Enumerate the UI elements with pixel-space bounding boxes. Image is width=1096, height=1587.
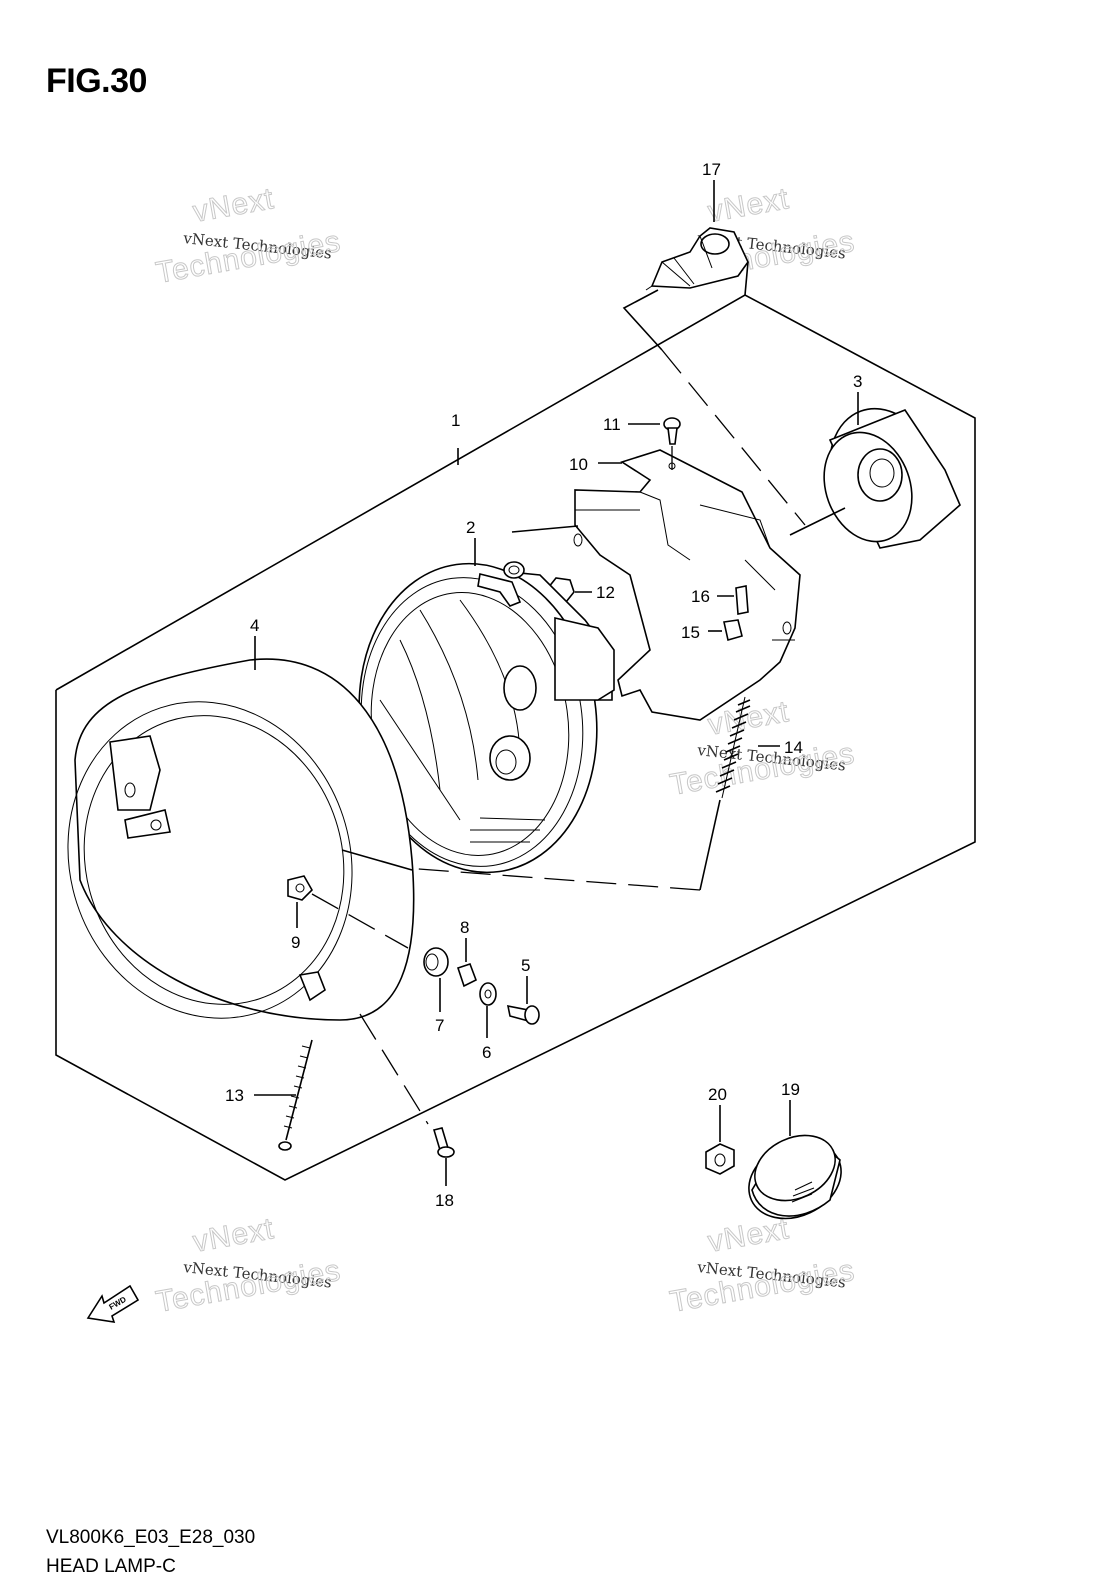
callout-10: 10 xyxy=(569,455,588,474)
watermark-brand-text: Technologies xyxy=(153,1254,343,1319)
spring-line xyxy=(699,799,721,891)
callout-9: 9 xyxy=(291,933,300,952)
socket-line xyxy=(789,507,846,536)
callout-18: 18 xyxy=(435,1191,454,1210)
callout-4: 4 xyxy=(250,616,259,635)
watermark-brand-text: vNext xyxy=(705,182,791,229)
watermark-brand-text: Technologies xyxy=(153,225,343,290)
watermark-brand-text: Technologies xyxy=(667,1254,857,1319)
callout-8: 8 xyxy=(460,918,469,937)
watermark-brand-text: vNext xyxy=(190,1212,276,1259)
nut-cap xyxy=(705,1143,735,1175)
watermark-bottom-right: vNext vNext Technologies Technologies xyxy=(667,1212,858,1320)
callout-6: 6 xyxy=(482,1043,491,1062)
long-screw xyxy=(278,1039,313,1151)
housing-line xyxy=(341,849,413,871)
insert-dash-line xyxy=(311,893,409,949)
grommet xyxy=(423,947,449,977)
bulb-bracket-line xyxy=(744,261,749,296)
callout-1: 1 xyxy=(451,411,460,430)
screw xyxy=(663,417,681,445)
callout-5: 5 xyxy=(521,956,530,975)
callout-11: 11 xyxy=(603,415,621,434)
watermark-top-right: vNext vNext Technologies Technologies xyxy=(667,182,858,291)
watermark-brand-text: vNext xyxy=(705,1212,791,1259)
watermark-top-left: vNext vNext Technologies Technologies xyxy=(153,182,344,291)
spring-dash-line xyxy=(404,867,701,891)
lamp-bracket-line xyxy=(511,525,579,533)
model-code: VL800K6_E03_E28_030 xyxy=(46,1527,256,1548)
adjusting-spring xyxy=(715,696,751,799)
callout-17: 17 xyxy=(702,160,721,179)
callout-2: 2 xyxy=(466,518,475,537)
bulb xyxy=(645,227,749,291)
washer xyxy=(479,982,497,1006)
bulb-dash-line xyxy=(661,349,806,526)
callout-7: 7 xyxy=(435,1016,444,1035)
mounting-bracket xyxy=(573,449,801,721)
callout-13: 13 xyxy=(225,1086,244,1105)
section-name: HEAD LAMP-C xyxy=(46,1556,176,1577)
watermark-bottom-left: vNext vNext Technologies Technologies xyxy=(153,1212,344,1320)
callout-3: 3 xyxy=(853,372,862,391)
headlamp-housing xyxy=(67,658,415,1021)
callout-15: 15 xyxy=(681,623,700,642)
bolt xyxy=(506,1004,540,1025)
socket-cover xyxy=(823,407,961,549)
watermark-brand-text: vNext xyxy=(190,182,276,229)
bulb-bracket-line xyxy=(622,289,663,351)
retainer xyxy=(723,619,743,642)
cap xyxy=(748,1134,842,1220)
figure-title: FIG.30 xyxy=(46,62,147,100)
callout-16: 16 xyxy=(691,587,710,606)
headlamp-unit xyxy=(358,561,615,874)
callout-19: 19 xyxy=(781,1080,800,1099)
fwd-arrow: FWD xyxy=(86,1284,140,1323)
callout-20: 20 xyxy=(708,1085,727,1104)
nut-insert xyxy=(287,875,313,901)
callout-14: 14 xyxy=(784,738,803,757)
callout-labels: 1 2 3 4 5 6 7 8 9 10 11 12 13 14 15 16 1… xyxy=(225,160,862,1210)
screw-dash-line xyxy=(359,1013,429,1125)
callout-12: 12 xyxy=(596,583,615,602)
collar xyxy=(456,962,478,988)
screw-lower xyxy=(432,1127,455,1158)
cushion xyxy=(735,585,749,615)
